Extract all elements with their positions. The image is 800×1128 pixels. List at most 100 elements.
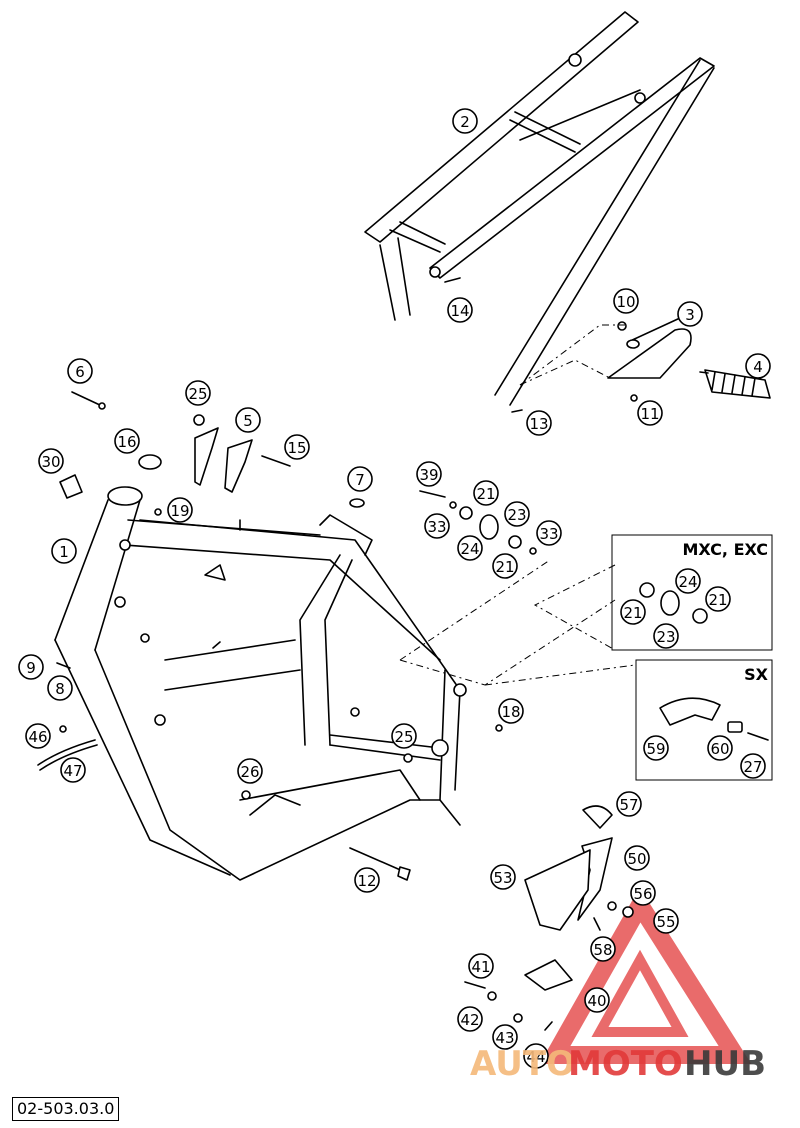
callout-number: 21 bbox=[623, 604, 642, 622]
callout-9: 9 bbox=[18, 654, 44, 680]
watermark-auto: AUTO bbox=[470, 1044, 575, 1084]
callout-number: 33 bbox=[539, 525, 558, 543]
callout-number: 8 bbox=[55, 680, 65, 698]
callout-number: 13 bbox=[529, 415, 548, 433]
callout-number: 9 bbox=[26, 659, 36, 677]
callout-number: 58 bbox=[593, 941, 612, 959]
callout-circle bbox=[643, 735, 669, 761]
callout-25: 25 bbox=[185, 380, 211, 406]
callout-12: 12 bbox=[354, 867, 380, 893]
callout-number: 23 bbox=[507, 506, 526, 524]
callout-number: 18 bbox=[501, 703, 520, 721]
callout-42: 42 bbox=[457, 1006, 483, 1032]
callout-43: 43 bbox=[492, 1024, 518, 1050]
callout-circle bbox=[624, 845, 650, 871]
callout-number: 40 bbox=[587, 992, 606, 1010]
callout-circle bbox=[347, 466, 373, 492]
callout-number: 39 bbox=[419, 466, 438, 484]
callout-circle bbox=[677, 301, 703, 327]
callout-number: 33 bbox=[427, 518, 446, 536]
callout-number: 30 bbox=[41, 453, 60, 471]
callout-50: 50 bbox=[624, 845, 650, 871]
callout-41: 41 bbox=[468, 953, 494, 979]
callout-47: 47 bbox=[60, 757, 86, 783]
callout-26: 26 bbox=[237, 758, 263, 784]
callout-57: 57 bbox=[616, 791, 642, 817]
callout-5: 5 bbox=[235, 407, 261, 433]
callout-circle bbox=[114, 428, 140, 454]
callout-number: 27 bbox=[743, 758, 762, 776]
callout-24: 24 bbox=[675, 568, 701, 594]
callout-circle bbox=[452, 108, 478, 134]
callout-19: 19 bbox=[167, 497, 193, 523]
callout-number: 21 bbox=[476, 485, 495, 503]
main-frame-drawing bbox=[54, 486, 467, 881]
callout-number: 1 bbox=[59, 543, 69, 561]
callout-circle bbox=[354, 867, 380, 893]
footrest-drawing bbox=[607, 317, 771, 399]
watermark-hub: HUB bbox=[684, 1044, 766, 1084]
callout-circle bbox=[675, 568, 701, 594]
callout-circle bbox=[584, 987, 610, 1013]
callout-number: 19 bbox=[170, 502, 189, 520]
callout-8: 8 bbox=[47, 675, 73, 701]
callout-circle bbox=[705, 586, 731, 612]
callout-15: 15 bbox=[284, 434, 310, 460]
callout-21: 21 bbox=[620, 599, 646, 625]
variant-box-title: MXC, EXC bbox=[682, 540, 768, 559]
callout-44: 44 bbox=[523, 1043, 549, 1069]
callout-circle bbox=[492, 1024, 518, 1050]
callout-55: 55 bbox=[653, 908, 679, 934]
callout-number: 4 bbox=[753, 358, 763, 376]
callout-10: 10 bbox=[613, 288, 639, 314]
callout-number: 57 bbox=[619, 796, 638, 814]
callout-circle bbox=[60, 757, 86, 783]
callout-16: 16 bbox=[114, 428, 140, 454]
callout-number: 7 bbox=[355, 471, 365, 489]
document-code: 02-503.03.0 bbox=[12, 1097, 120, 1121]
callout-33: 33 bbox=[536, 520, 562, 546]
callout-58: 58 bbox=[590, 936, 616, 962]
callout-circle bbox=[18, 654, 44, 680]
callout-21: 21 bbox=[473, 480, 499, 506]
callout-circle bbox=[391, 723, 417, 749]
variant-box-title: SX bbox=[744, 665, 769, 684]
callout-circle bbox=[185, 380, 211, 406]
callout-circle bbox=[457, 535, 483, 561]
callout-27: 27 bbox=[740, 753, 766, 779]
callout-layer: 1234567891011121314151618192121212123232… bbox=[18, 108, 771, 1069]
variant-box-mxc: MXC, EXC bbox=[611, 534, 773, 651]
callout-number: 26 bbox=[240, 763, 259, 781]
callout-59: 59 bbox=[643, 735, 669, 761]
callout-25: 25 bbox=[391, 723, 417, 749]
callout-number: 59 bbox=[646, 740, 665, 758]
callout-number: 53 bbox=[493, 869, 512, 887]
callout-circle bbox=[167, 497, 193, 523]
callout-number: 55 bbox=[656, 913, 675, 931]
callout-21: 21 bbox=[492, 553, 518, 579]
watermark-triangle bbox=[539, 887, 752, 1064]
callout-number: 47 bbox=[63, 762, 82, 780]
callout-circle bbox=[613, 288, 639, 314]
callout-30: 30 bbox=[38, 448, 64, 474]
callout-circle bbox=[67, 358, 93, 384]
callout-circle bbox=[468, 953, 494, 979]
callout-circle bbox=[424, 513, 450, 539]
callout-number: 41 bbox=[471, 958, 490, 976]
callout-number: 11 bbox=[640, 405, 659, 423]
callout-circle bbox=[523, 1043, 549, 1069]
callout-number: 21 bbox=[495, 558, 514, 576]
callout-number: 43 bbox=[495, 1029, 514, 1047]
callout-number: 2 bbox=[460, 113, 470, 131]
callout-circle bbox=[25, 723, 51, 749]
callout-40: 40 bbox=[584, 987, 610, 1013]
callout-number: 21 bbox=[708, 591, 727, 609]
callout-33: 33 bbox=[424, 513, 450, 539]
callout-7: 7 bbox=[347, 466, 373, 492]
callout-circle bbox=[447, 297, 473, 323]
small-parts-drawing bbox=[37, 277, 769, 1031]
callout-circle bbox=[235, 407, 261, 433]
callout-number: 56 bbox=[633, 885, 652, 903]
callout-circle bbox=[740, 753, 766, 779]
